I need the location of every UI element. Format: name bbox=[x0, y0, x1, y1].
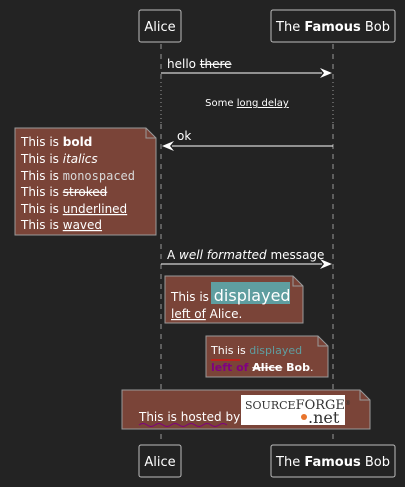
note-line-waved: This is waved bbox=[20, 218, 102, 232]
message-hello[interactable]: hello there bbox=[161, 57, 332, 78]
arrowhead-left-icon bbox=[162, 141, 174, 151]
svg-text:.net: .net bbox=[308, 408, 340, 427]
note-displayed[interactable]: This is displayed left of Alice. bbox=[164, 275, 304, 324]
participant-bob-label: The Famous Bob bbox=[275, 20, 390, 35]
message-ok[interactable]: ok bbox=[162, 129, 333, 151]
participant-alice-label: Alice bbox=[144, 20, 175, 35]
note-line-stroked: This is stroked bbox=[20, 185, 107, 199]
participant-bob-bottom[interactable]: The Famous Bob bbox=[270, 444, 396, 478]
note-colored-line1: This is displayed bbox=[210, 344, 302, 357]
participant-alice-top[interactable]: Alice bbox=[138, 9, 182, 43]
note-line-italics: This is italics bbox=[20, 152, 98, 166]
participant-alice-bottom[interactable]: Alice bbox=[138, 444, 182, 478]
arrowhead-right-icon bbox=[320, 259, 332, 269]
note-colored[interactable]: This is displayed left of Alice Bob. bbox=[205, 335, 329, 378]
message-formatted-label: A well formatted message bbox=[167, 248, 324, 262]
note-fold-icon bbox=[292, 276, 303, 287]
note-displayed-line2: left of Alice. bbox=[171, 307, 242, 321]
note-formatting[interactable]: This is bold This is italics This is mon… bbox=[14, 127, 157, 236]
svg-text:SOURCEFORGE®: SOURCEFORGE® bbox=[245, 398, 351, 413]
message-hello-label: hello there bbox=[167, 57, 232, 71]
participant-bob-top[interactable]: The Famous Bob bbox=[270, 9, 396, 43]
note-hosted[interactable]: This is hosted by SOURCEFORGE® .net bbox=[121, 389, 371, 430]
note-displayed-line1: This is displayed bbox=[170, 286, 291, 305]
note-fold-icon bbox=[317, 336, 328, 347]
participant-bob-label: The Famous Bob bbox=[275, 455, 390, 470]
message-ok-label: ok bbox=[177, 129, 191, 143]
highlight-box bbox=[211, 282, 290, 304]
participant-alice-label: Alice bbox=[144, 455, 175, 470]
message-formatted[interactable]: A well formatted message bbox=[161, 248, 332, 269]
note-line-bold: This is bold bbox=[20, 135, 92, 149]
sourceforge-logo: SOURCEFORGE® .net bbox=[241, 395, 351, 427]
wave-underline bbox=[138, 423, 228, 427]
note-line-mono: This is monospaced bbox=[20, 169, 135, 183]
delay-marker: Some long delay bbox=[159, 82, 335, 124]
note-colored-line2: left of Alice Bob. bbox=[211, 361, 314, 374]
note-fold-icon bbox=[359, 390, 370, 401]
delay-label: Some long delay bbox=[205, 98, 289, 109]
arrowhead-right-icon bbox=[320, 68, 332, 78]
note-line-underlined: This is underlined bbox=[20, 202, 127, 216]
note-hosted-text: This is hosted by bbox=[138, 410, 240, 424]
note-fold-icon bbox=[145, 128, 156, 139]
